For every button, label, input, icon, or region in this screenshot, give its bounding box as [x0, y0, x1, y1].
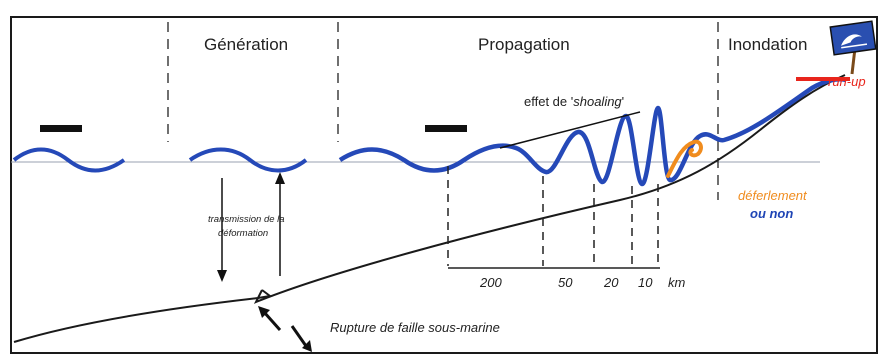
- scale-label-200: 200: [479, 275, 502, 290]
- diagram-frame: [10, 16, 878, 354]
- shoaling-envelope: [499, 111, 641, 149]
- run-up-label: run-up: [828, 74, 866, 89]
- fault-arrow-up: [262, 311, 282, 331]
- shoaling-label: effet de 'shoaling': [524, 94, 624, 109]
- scale-label-50: 50: [558, 275, 573, 290]
- rupture-label: Rupture de faille sous-marine: [330, 320, 500, 335]
- deferlement-label: déferlement: [738, 188, 808, 203]
- fault-arrow-down: [290, 325, 308, 347]
- fault-arrowhead-up: [258, 306, 270, 318]
- scale-label-10: 10: [638, 275, 653, 290]
- scale-unit: km: [668, 275, 686, 290]
- wave-left: [12, 147, 126, 173]
- breaking-wave: [666, 139, 703, 178]
- ou-non-label: ou non: [750, 206, 793, 221]
- transmission-label-1: transmission de la: [208, 214, 285, 225]
- transmission-label-2: déformation: [218, 228, 268, 239]
- fault-step: [257, 289, 273, 299]
- fault-arrowhead-down: [302, 340, 312, 352]
- section-title-generation: Génération: [204, 35, 288, 54]
- direction-arrow-left: [40, 125, 82, 132]
- transmission-arrowhead-down: [217, 270, 227, 282]
- wave-propagation: [338, 77, 847, 187]
- scale-label-20: 20: [603, 275, 619, 290]
- direction-arrow-right: [425, 125, 467, 132]
- section-title-inondation: Inondation: [728, 35, 807, 54]
- seafloor-profile: [13, 74, 846, 343]
- wave-generation: [188, 147, 308, 173]
- tsunami-warning-sign-icon: [829, 20, 877, 75]
- transmission-arrowhead-up: [275, 172, 285, 184]
- section-title-propagation: Propagation: [478, 35, 570, 54]
